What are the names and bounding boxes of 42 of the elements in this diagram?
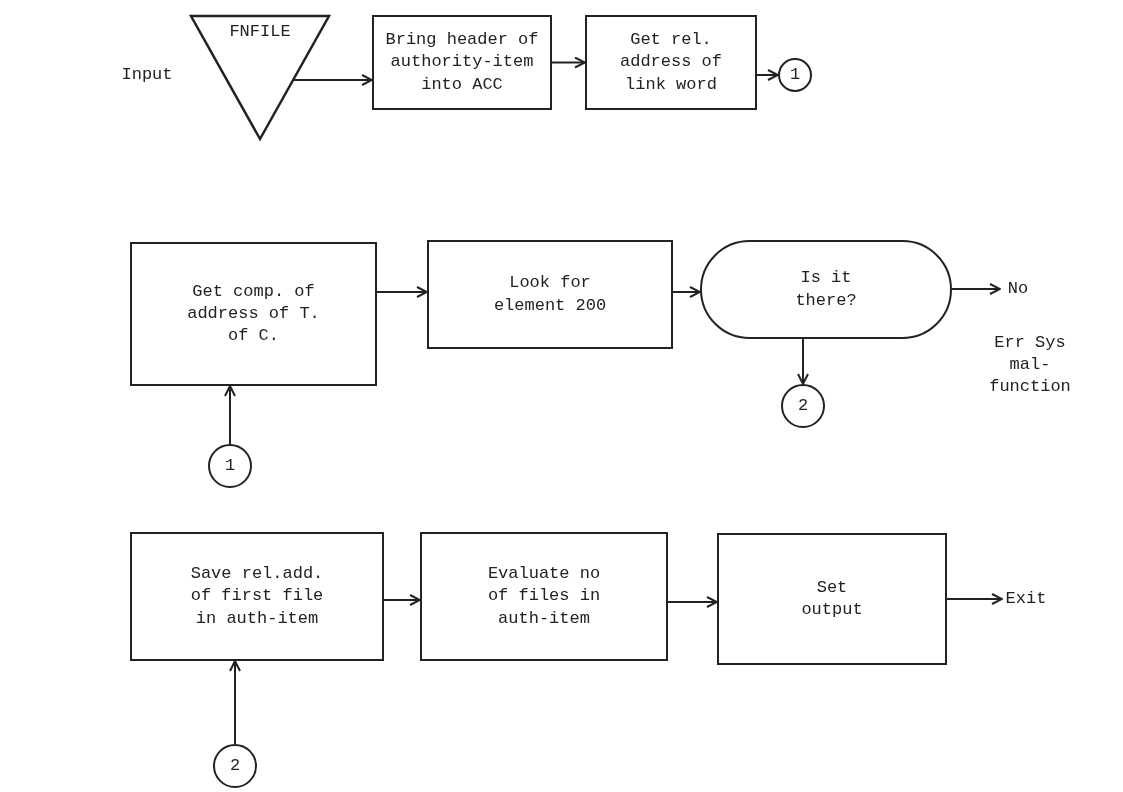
- node-label: 1: [789, 63, 801, 86]
- node-label: Get rel. address of link word: [619, 29, 723, 96]
- node-label: Look for element 200: [492, 272, 608, 317]
- arrow: [672, 286, 701, 298]
- node-label: 2: [229, 754, 241, 777]
- node-label: 1: [224, 454, 236, 477]
- connector-circle: [208, 444, 252, 488]
- arrow: [551, 56, 586, 69]
- arrow: [229, 660, 241, 745]
- process-box: [130, 242, 377, 386]
- arrow: [756, 69, 779, 81]
- arrow: [292, 74, 373, 86]
- connector-circle: [213, 744, 257, 788]
- process-box: [420, 532, 668, 661]
- connector-circle: [781, 384, 825, 428]
- arrow: [383, 594, 421, 606]
- node-label: Save rel.add. of first file in auth-item: [189, 563, 325, 630]
- side-note: Input: [120, 64, 174, 86]
- arrow: [224, 385, 236, 445]
- process-box: [130, 532, 384, 661]
- node-label: Get comp. of address of T. of C.: [186, 280, 321, 348]
- node-label: No: [1007, 277, 1029, 300]
- arrow: [951, 283, 1001, 295]
- node-label: Is it there?: [794, 267, 858, 312]
- decision-terminator: [700, 240, 952, 339]
- arrow: [797, 338, 809, 385]
- arrow: [376, 286, 428, 298]
- node-label: 2: [797, 394, 809, 417]
- node-label: Set output: [800, 576, 864, 621]
- process-box: [372, 15, 552, 110]
- process-box: [717, 533, 947, 665]
- node-label: Exit: [1005, 587, 1047, 610]
- process-box: [585, 15, 757, 110]
- connector-circle: [778, 58, 812, 92]
- node-label: Bring header of authority-item into ACC: [384, 29, 540, 96]
- process-box: [427, 240, 673, 349]
- input-triangle: [190, 15, 330, 140]
- node-label: Evaluate no of files in auth-item: [486, 563, 602, 630]
- arrow: [667, 596, 718, 608]
- side-note: Err Sys mal- function: [988, 332, 1072, 399]
- node-label: FNFILE: [229, 21, 291, 43]
- arrow: [946, 593, 1003, 605]
